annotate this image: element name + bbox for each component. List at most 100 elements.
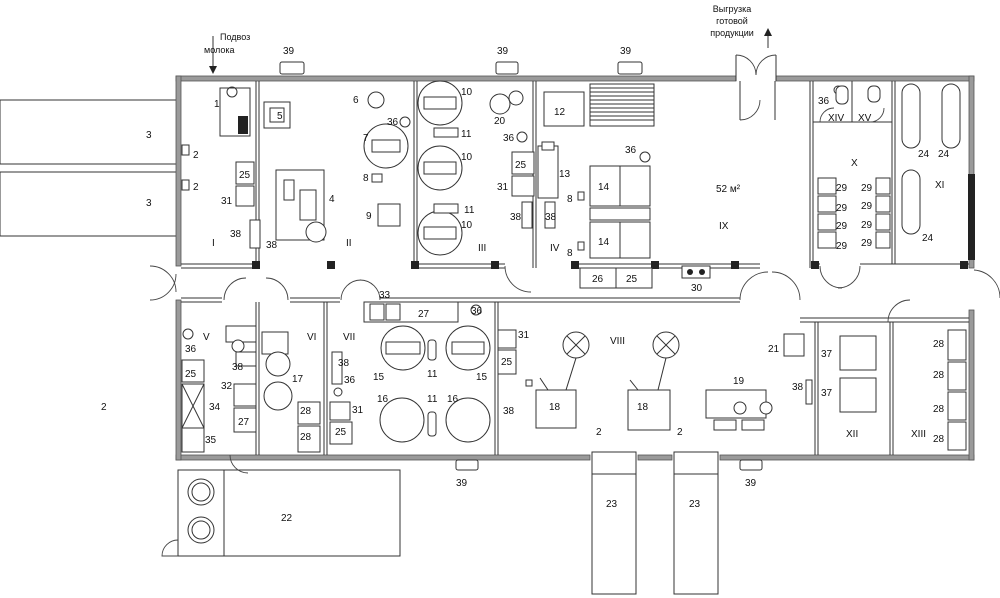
label-12: 12: [554, 107, 566, 118]
label-28: 28: [933, 434, 945, 445]
label-38: 38: [503, 406, 515, 417]
label-29: 29: [861, 220, 873, 231]
export-arrow: [764, 28, 772, 48]
truck-23-left: [591, 451, 637, 595]
label-27: 27: [238, 417, 250, 428]
room-IX: IX: [719, 221, 729, 232]
room-X: X: [851, 158, 858, 169]
label-36: 36: [344, 375, 356, 386]
label-38: 38: [510, 212, 522, 223]
tanker-22: [161, 469, 401, 557]
room-XIII: XIII: [911, 429, 926, 440]
label-24: 24: [938, 149, 950, 160]
room-VIII: VIII: [610, 336, 625, 347]
label-25: 25: [335, 427, 347, 438]
label-11: 11: [427, 369, 438, 380]
label-36: 36: [503, 133, 515, 144]
label-38: 38: [266, 240, 278, 251]
label-2: 2: [677, 427, 683, 438]
milk-intake-label-line2: молока: [204, 45, 235, 55]
label-23: 23: [689, 499, 701, 510]
label-25: 25: [626, 274, 638, 285]
label-16: 16: [447, 394, 459, 405]
label-25: 25: [185, 369, 197, 380]
export-label-line3: продукции: [710, 28, 754, 38]
label-25: 25: [239, 170, 251, 181]
label-29: 29: [836, 203, 848, 214]
label-22: 22: [281, 513, 293, 524]
label-20: 20: [494, 116, 506, 127]
label-2: 2: [193, 150, 199, 161]
label-23: 23: [606, 499, 618, 510]
label-39: 39: [283, 46, 295, 57]
label-31: 31: [352, 405, 364, 416]
label-29: 29: [861, 201, 873, 212]
export-label-line1: Выгрузка: [713, 4, 751, 14]
label-21: 21: [768, 344, 780, 355]
label-26: 26: [592, 274, 604, 285]
label-11: 11: [461, 129, 472, 140]
label-28: 28: [933, 339, 945, 350]
label-14: 14: [598, 237, 610, 248]
label-11: 11: [427, 394, 438, 405]
label-30: 30: [691, 283, 703, 294]
equipment-room-I: [181, 86, 261, 249]
equipment-room-IV: [537, 83, 655, 289]
equipment-room-VI: [261, 331, 321, 453]
label-36: 36: [387, 117, 399, 128]
room-XV: XV: [858, 113, 872, 124]
wall-unit-39: [279, 61, 763, 471]
truck-23-right: [673, 451, 719, 595]
label-10: 10: [461, 152, 473, 163]
label-29: 29: [836, 221, 848, 232]
export-label-line2: готовой: [716, 16, 748, 26]
label-6: 6: [353, 95, 359, 106]
label-38: 38: [792, 382, 804, 393]
room-VI: VI: [307, 332, 316, 343]
room-VII: VII: [343, 332, 355, 343]
equipment-room-V: [181, 325, 257, 453]
outer-walls: [175, 75, 975, 461]
label-27: 27: [418, 309, 430, 320]
room-XII: XII: [846, 429, 858, 440]
equipment-rooms-XII-XIII: [839, 329, 967, 451]
label-8: 8: [567, 248, 573, 259]
label-39: 39: [745, 478, 757, 489]
label-25: 25: [501, 357, 513, 368]
room-IX-area: 52 м²: [716, 184, 741, 195]
label-36: 36: [625, 145, 637, 156]
equipment-rooms-X-XI: [817, 83, 961, 249]
label-25: 25: [515, 160, 527, 171]
room-XI: XI: [935, 180, 944, 191]
label-19: 19: [733, 376, 745, 387]
label-33: 33: [379, 290, 391, 301]
room-XIV: XIV: [828, 113, 844, 124]
label-29: 29: [861, 183, 873, 194]
room-I: I: [212, 238, 215, 249]
label-38: 38: [338, 358, 350, 369]
milk-intake-arrow: [209, 36, 217, 74]
label-38: 38: [230, 229, 242, 240]
label-36: 36: [471, 306, 483, 317]
label-32: 32: [221, 381, 233, 392]
label-29: 29: [836, 183, 848, 194]
milk-intake-label-line1: Подвоз: [220, 32, 250, 42]
room-IV: IV: [550, 243, 560, 254]
equipment-room-III: [417, 80, 535, 256]
label-11: 11: [464, 205, 475, 216]
label-39: 39: [620, 46, 632, 57]
label-3: 3: [146, 198, 152, 209]
label-29: 29: [836, 241, 848, 252]
label-17: 17: [292, 374, 304, 385]
label-10: 10: [461, 87, 473, 98]
label-28: 28: [933, 404, 945, 415]
label-4: 4: [329, 194, 335, 205]
equipment-room-IX: [681, 265, 711, 279]
item-numbers: 1 2 2 2 2 2 3 3 4 5 6 7 8 8 8 9 10 10 10…: [101, 46, 950, 524]
label-13: 13: [559, 169, 571, 180]
label-35: 35: [205, 435, 217, 446]
label-16: 16: [377, 394, 389, 405]
equipment-room-VII: [329, 301, 517, 445]
label-37: 37: [821, 349, 833, 360]
